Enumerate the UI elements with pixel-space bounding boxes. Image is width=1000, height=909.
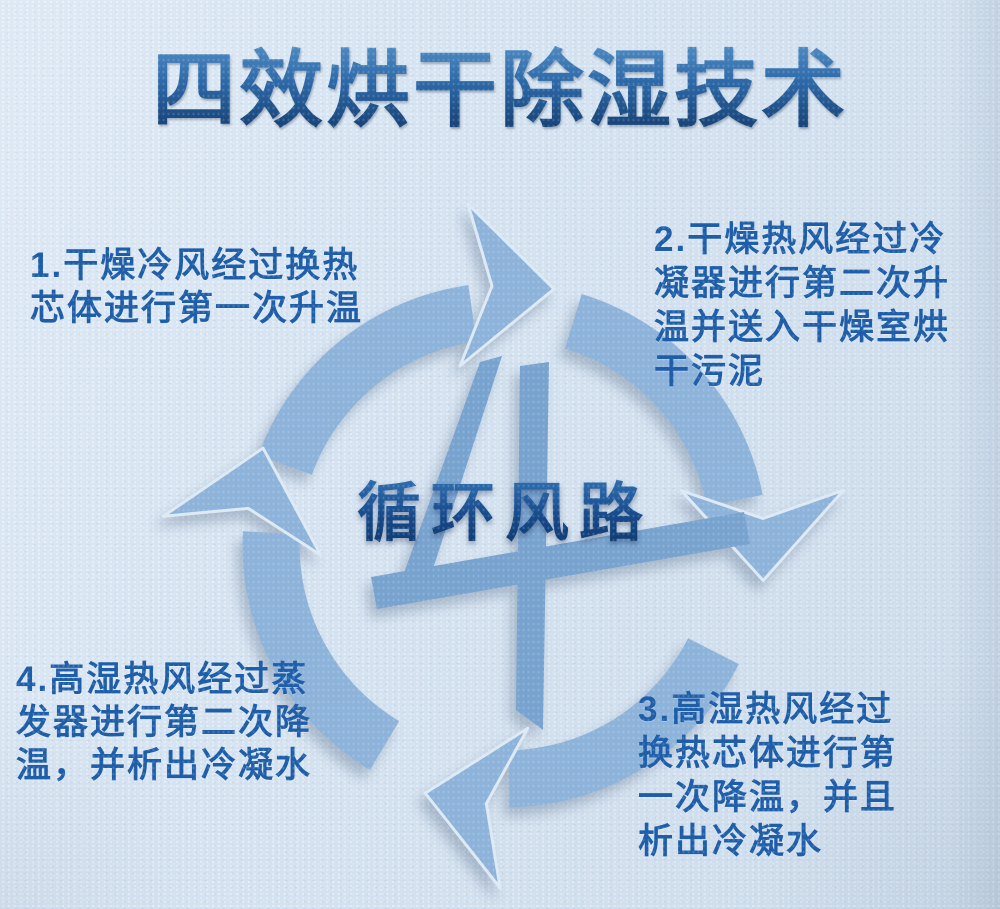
step-4-text: 4.高湿热风经过蒸 发器进行第二次降 温，并析出冷凝水 xyxy=(16,660,313,785)
step-1-text: 1.干燥冷风经过换热 芯体进行第一次升温 xyxy=(30,246,364,328)
center-label: 循环风路 xyxy=(345,478,665,549)
step-2-text: 2.干燥热风经过冷 凝器进行第二次升 温并送入干燥室烘 干污泥 xyxy=(654,220,951,391)
numeral-4 xyxy=(371,356,750,730)
page-title: 四效烘干除湿技术 xyxy=(0,46,1000,134)
step-3-text: 3.高湿热风经过 换热芯体进行第 一次降温，并且 析出冷凝水 xyxy=(638,690,898,861)
